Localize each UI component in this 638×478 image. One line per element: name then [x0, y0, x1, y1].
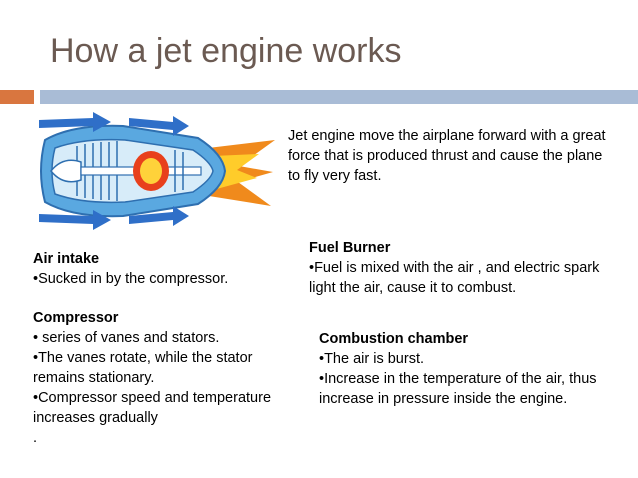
fuel-burner-heading: Fuel Burner: [309, 240, 391, 256]
title-divider-bar: [40, 90, 638, 104]
combustion-chamber-heading: Combustion chamber: [319, 331, 469, 347]
air-intake-heading: Air intake: [33, 251, 100, 267]
compressor-line: • series of vanes and stators.: [33, 330, 220, 346]
fuel-burner-line: •Fuel is mixed with the air , and electr…: [309, 260, 600, 296]
air-intake-section: Air intake •Sucked in by the compressor.: [33, 249, 283, 289]
combustion-chamber-section: Combustion chamber •The air is burst. •I…: [319, 329, 619, 409]
combustion-chamber-line: •The air is burst.: [319, 351, 424, 367]
compressor-section: Compressor • series of vanes and stators…: [33, 308, 283, 448]
air-intake-line: •Sucked in by the compressor.: [33, 271, 229, 287]
jet-engine-cutaway-icon: [39, 112, 275, 230]
compressor-heading: Compressor: [33, 310, 119, 326]
title-accent-bar: [0, 90, 34, 104]
compressor-line: •Compressor speed and temperature increa…: [33, 390, 272, 426]
intro-paragraph: Jet engine move the airplane forward wit…: [288, 128, 606, 184]
fuel-burner-section: Fuel Burner •Fuel is mixed with the air …: [309, 238, 609, 298]
compressor-line: .: [33, 430, 38, 446]
slide-title: How a jet engine works: [50, 32, 402, 70]
compressor-line: •The vanes rotate, while the stator rema…: [33, 350, 253, 386]
combustion-chamber-line: •Increase in the temperature of the air,…: [319, 371, 597, 407]
